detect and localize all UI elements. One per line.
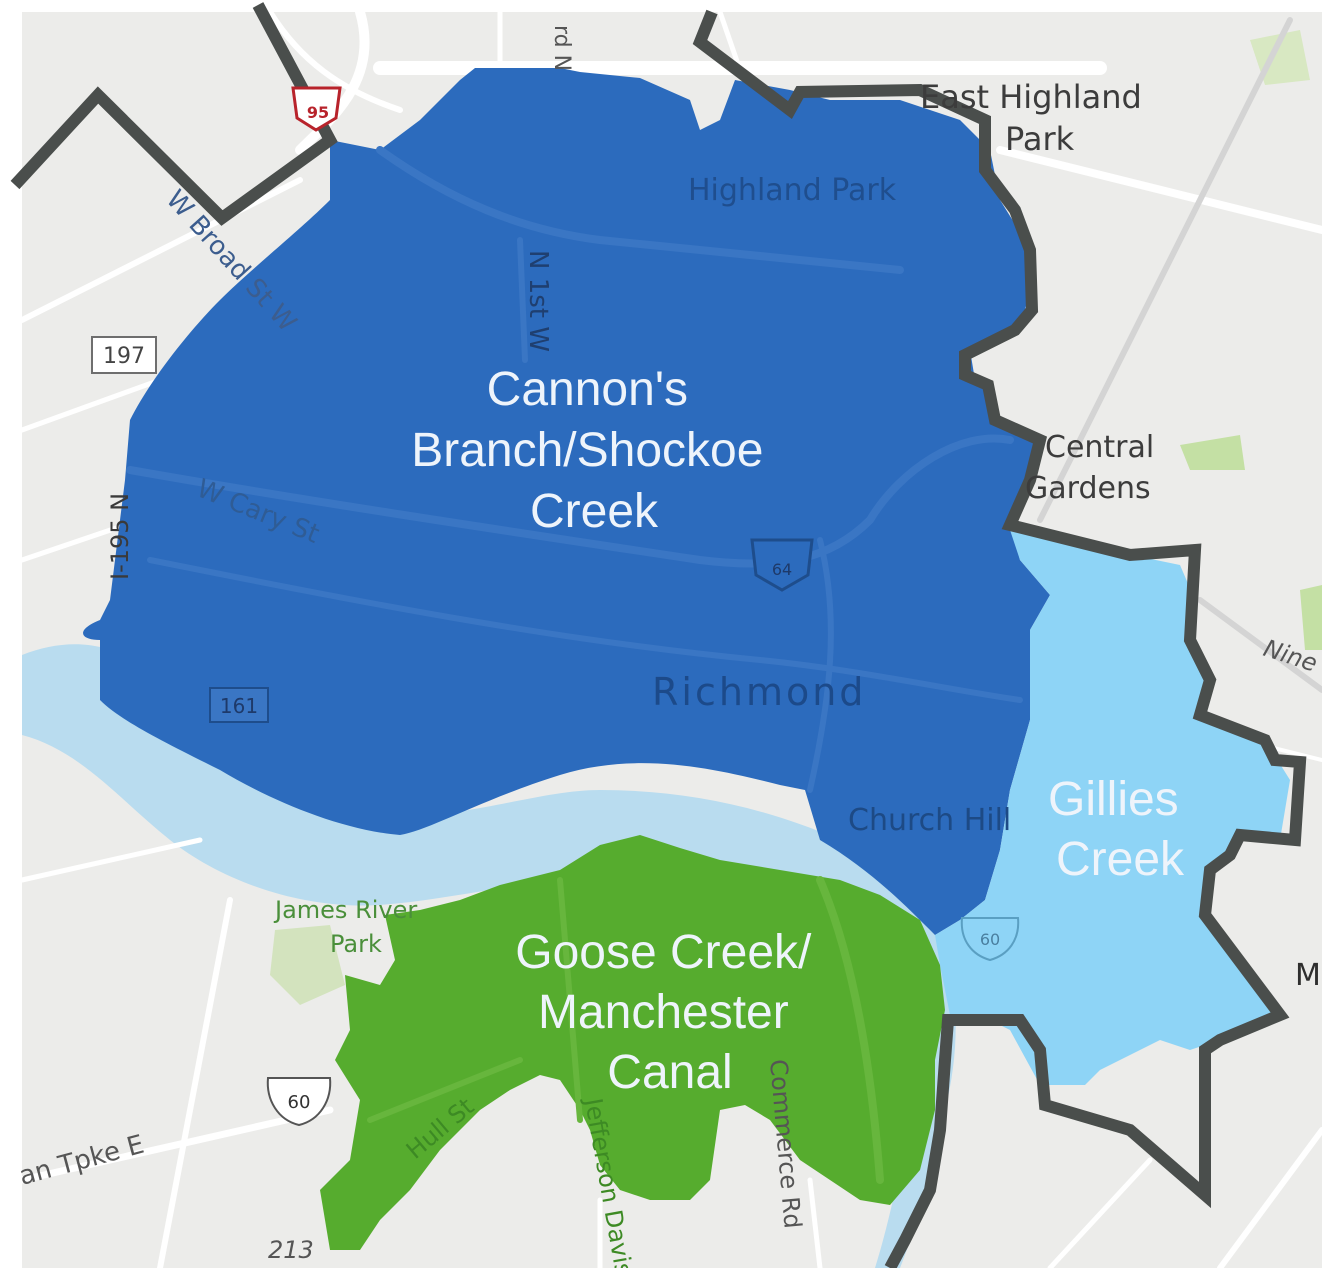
street-label-cut-top: rd N: [549, 25, 574, 71]
place-label-east-highland-park: East Highland Park: [920, 78, 1152, 158]
shield-sr197: 197: [91, 336, 157, 374]
place-label-central-gardens: Central Gardens: [1025, 430, 1164, 506]
shield-i95: 95: [291, 86, 342, 132]
watershed-label-goose-creek: Goose Creek/ Manchester Canal: [515, 926, 824, 1099]
watershed-label-gillies-creek: Gillies Creek: [1048, 773, 1192, 886]
shield-us60-east: 60: [960, 917, 1020, 962]
james-river: [22, 644, 956, 1268]
street-label-cut-m: M: [1295, 958, 1321, 993]
shield-us60-east-label: 60: [980, 930, 1000, 949]
street-label-route-213: 213: [268, 1236, 314, 1264]
shield-sr161: 161: [209, 687, 269, 723]
park-area: [1300, 585, 1322, 650]
park-area: [270, 925, 345, 1005]
watershed-cannons-branch-shockoe-creek: [83, 68, 1050, 935]
boundary-line-east: [692, 9, 1307, 1268]
watershed-goose-creek-manchester-canal: [320, 835, 945, 1250]
shield-us60-west: 60: [266, 1077, 332, 1127]
shield-sr197-label: 197: [103, 344, 145, 369]
place-label-james-river-park: James River Park: [273, 896, 425, 958]
watershed-gillies-creek: [935, 530, 1290, 1085]
shield-i95-label: 95: [307, 103, 329, 122]
place-label-richmond: Richmond: [652, 670, 866, 714]
park-area: [1180, 435, 1245, 470]
street-label-i195: I-195 N: [106, 493, 134, 580]
shield-sr161-label: 161: [220, 694, 258, 718]
place-label-church-hill: Church Hill: [848, 803, 1011, 838]
watershed-label-cannons-branch: Cannon's Branch/Shockoe Creek: [411, 363, 777, 538]
place-label-highland-park: Highland Park: [688, 173, 897, 208]
shield-i64: 64: [750, 538, 814, 592]
shield-i64-label: 64: [772, 560, 792, 579]
road-overlay: [126, 146, 1023, 1184]
street-label-n-1st: N 1st W: [523, 250, 553, 352]
shield-us60-west-label: 60: [288, 1092, 311, 1113]
